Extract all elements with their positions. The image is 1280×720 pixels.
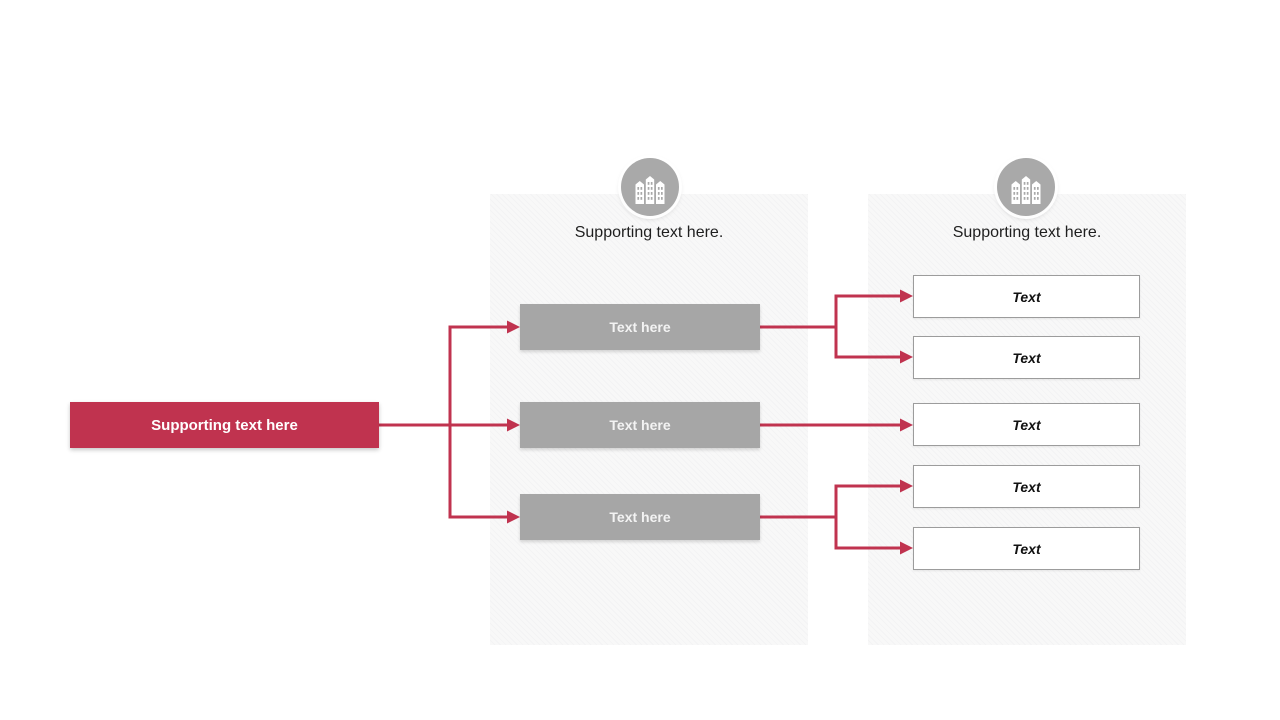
right-box-3: Text [913, 403, 1140, 446]
middle-panel-caption: Supporting text here. [574, 224, 724, 241]
buildings-icon [621, 158, 679, 216]
right-panel-caption: Supporting text here. [952, 224, 1102, 241]
buildings-icon [997, 158, 1055, 216]
mid-box-1: Text here [520, 304, 760, 350]
right-box-1: Text [913, 275, 1140, 318]
right-box-5: Text [913, 527, 1140, 570]
right-box-4: Text [913, 465, 1140, 508]
mid-box-3: Text here [520, 494, 760, 540]
left-supporting-box: Supporting text here [70, 402, 379, 448]
right-box-2: Text [913, 336, 1140, 379]
mid-box-2: Text here [520, 402, 760, 448]
